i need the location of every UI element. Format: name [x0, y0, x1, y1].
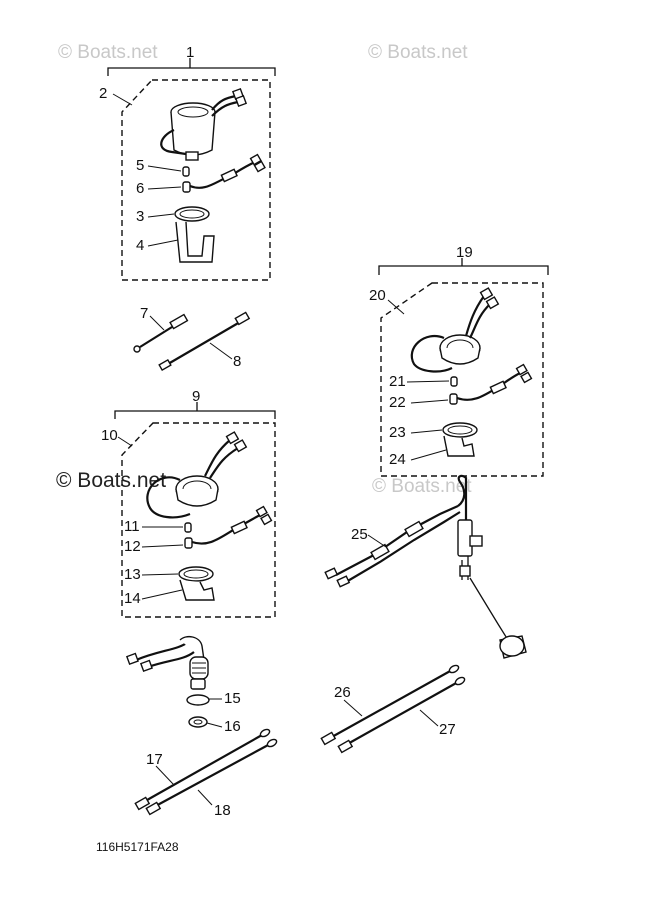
callout-13: 13	[124, 566, 141, 583]
watermark-top-right: © Boats.net	[368, 42, 468, 63]
callout-17: 17	[146, 751, 163, 768]
callout-20: 20	[369, 287, 386, 304]
watermark-mid-right: © Boats.net	[372, 476, 472, 497]
gauge-10	[146, 431, 248, 519]
callout-12: 12	[124, 538, 141, 555]
callout-21: 21	[389, 373, 406, 390]
callout-6: 6	[136, 180, 144, 197]
callout-8: 8	[233, 353, 241, 370]
callout-18: 18	[214, 802, 231, 819]
bracket-23-24	[442, 422, 478, 457]
callout-14: 14	[124, 590, 141, 607]
sensor-15-16: 15 16	[125, 635, 241, 735]
dashed-box-10	[121, 422, 276, 618]
watermark-top-left: © Boats.net	[58, 42, 158, 63]
callout-1: 1	[186, 44, 194, 61]
leads-26-27: 26 27	[320, 664, 466, 754]
callout-19: 19	[456, 244, 473, 261]
group-1: 2 1 5 6 3 4	[99, 44, 276, 281]
diagram-code: 116H5171FA28	[96, 840, 179, 854]
watermark-mid-left: © Boats.net	[56, 469, 166, 492]
callout-24: 24	[389, 451, 406, 468]
callout-7: 7	[140, 305, 148, 322]
bracket-1	[107, 67, 276, 76]
callout-5: 5	[136, 157, 144, 174]
leads-17-18: 17 18	[134, 728, 278, 819]
callout-15: 15	[224, 690, 241, 707]
bracket-13-14	[178, 566, 215, 601]
callout-10: 10	[101, 427, 118, 444]
group-19: 19 20 21 22 23 24	[369, 244, 549, 477]
callout-2: 2	[99, 85, 107, 102]
callout-9: 9	[192, 388, 200, 405]
callout-4: 4	[136, 237, 144, 254]
harness-21-22	[449, 363, 533, 405]
harness-11-12	[184, 505, 273, 549]
callout-3: 3	[136, 208, 144, 225]
callout-22: 22	[389, 394, 406, 411]
callout-26: 26	[334, 684, 351, 701]
callout-11: 11	[124, 518, 140, 535]
gauge-2	[160, 87, 248, 161]
callout-23: 23	[389, 424, 406, 441]
callout-27: 27	[439, 721, 456, 738]
bracket-3-4	[174, 206, 215, 263]
bracket-19	[378, 265, 549, 275]
callout-16: 16	[224, 718, 241, 735]
gauge-20	[410, 287, 500, 373]
items-7-8: 7 8	[133, 305, 251, 372]
harness-5-6	[182, 153, 266, 193]
group-9: 9 10 11 12 13 14	[101, 388, 276, 618]
fuel-sender-25: 25	[324, 474, 527, 659]
callout-25: 25	[351, 526, 368, 543]
dashed-box-2	[121, 79, 271, 281]
bracket-9	[114, 410, 276, 419]
